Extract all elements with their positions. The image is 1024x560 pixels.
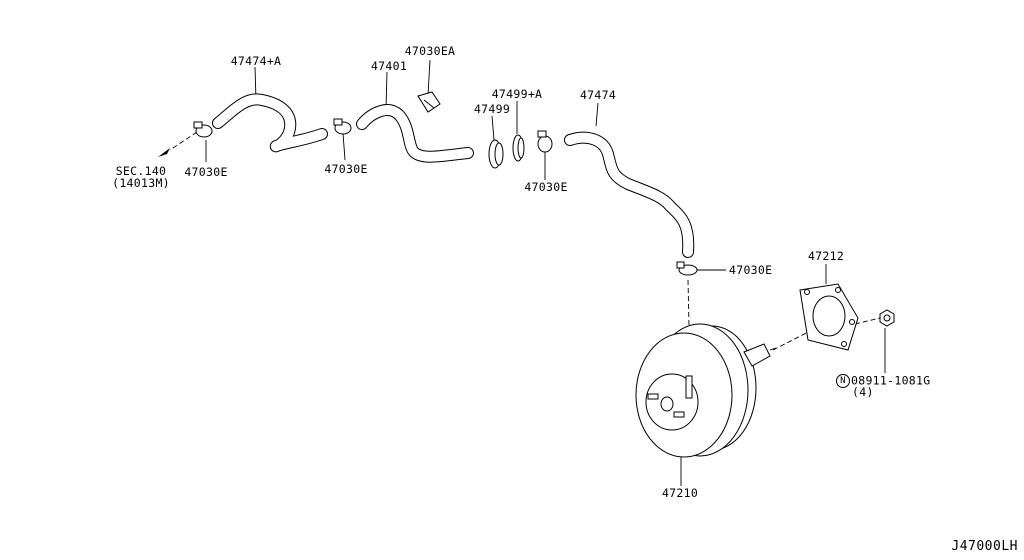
clamp-front xyxy=(193,121,213,138)
nut-part-number: 08911-1081G xyxy=(851,373,931,388)
leader-lines xyxy=(205,59,886,486)
label-hose-middle: 47401 xyxy=(370,59,408,73)
dashed-guides xyxy=(169,131,881,373)
nut-symbol-icon: N xyxy=(836,374,850,388)
sec-arrow-icon xyxy=(158,148,170,157)
label-clamp-middle: 47030E xyxy=(324,162,368,176)
clamp-rear xyxy=(537,130,553,153)
clip-ea xyxy=(417,91,441,113)
label-clamp-booster: 47030E xyxy=(729,263,773,277)
valve-47499a xyxy=(512,134,525,162)
nut-icon xyxy=(879,309,895,327)
hose-front xyxy=(212,93,328,153)
label-gasket: 47212 xyxy=(807,249,845,263)
clamp-middle xyxy=(333,118,352,135)
label-nut-qty: (4) xyxy=(852,385,874,399)
diagram-code: J47000LH xyxy=(951,539,1018,554)
valve-47499 xyxy=(488,139,504,169)
label-sec-sub: (14013M) xyxy=(112,176,170,190)
label-valve-a: 47499+A xyxy=(491,87,543,101)
label-clamp-rear: 47030E xyxy=(524,180,568,194)
label-clip-ea: 47030EA xyxy=(404,44,456,58)
label-booster: 47210 xyxy=(661,486,699,500)
label-hose-rear: 47474 xyxy=(579,88,617,102)
label-clamp-front: 47030E xyxy=(184,165,228,179)
label-hose-front: 47474+A xyxy=(230,54,282,68)
clamp-booster xyxy=(676,261,698,276)
label-valve: 47499 xyxy=(473,102,511,116)
hose-rear xyxy=(564,131,695,258)
label-sec-ref: SEC.140 xyxy=(115,164,167,178)
hose-middle xyxy=(356,104,474,163)
gasket-47212 xyxy=(799,283,859,351)
brake-booster-47210 xyxy=(635,323,777,458)
